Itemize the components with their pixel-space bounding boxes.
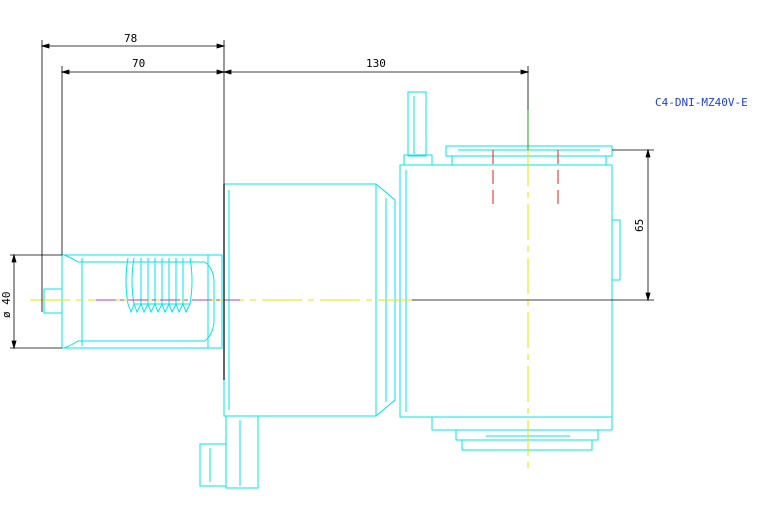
part-code: C4-DNI-MZ40V-E (655, 96, 748, 109)
dimension-130-label: 130 (366, 57, 386, 70)
top-spindle-plates (403, 145, 613, 166)
dimension-70-label: 70 (132, 57, 145, 70)
dimension-130: 130 (222, 57, 530, 110)
shank-thread (125, 257, 193, 314)
coolant-pipe (407, 91, 427, 157)
angle-head-housing (399, 164, 613, 431)
dimension-78: 78 (40, 32, 226, 312)
dimension-65-label: 65 (633, 219, 646, 232)
side-key (611, 219, 621, 281)
dimension-78-label: 78 (124, 32, 137, 45)
dimensions: 78 70 130 65 (0, 32, 654, 380)
bottom-spindle-plates (455, 429, 599, 451)
hidden-lines (492, 150, 559, 206)
dimension-dia40-label: ø 40 (0, 292, 13, 319)
dimension-70: 70 (60, 57, 226, 255)
dimension-dia40: ø 40 (0, 253, 62, 350)
dimension-65: 65 (412, 148, 654, 302)
tool-holder-geometry (43, 91, 621, 489)
stop-block (199, 415, 259, 489)
centerlines (30, 110, 529, 470)
